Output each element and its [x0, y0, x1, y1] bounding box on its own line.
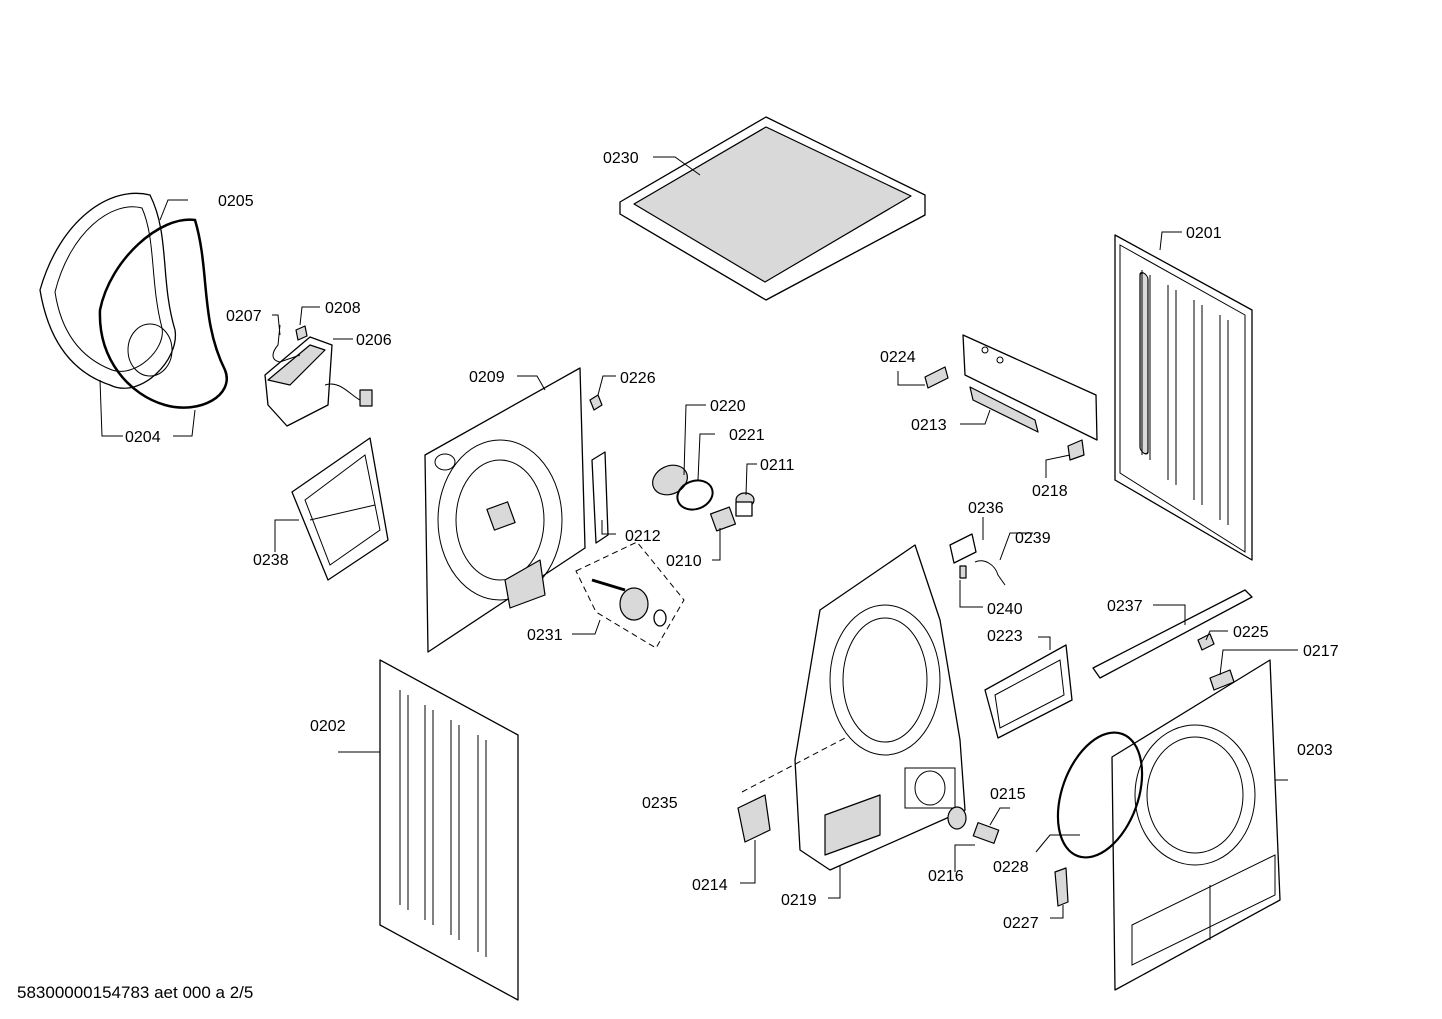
top-cover-part[interactable] — [619, 116, 926, 301]
callout-0212[interactable]: 0212 — [625, 528, 661, 545]
leader-lines — [99, 156, 1298, 919]
clip-0226-part[interactable] — [589, 394, 603, 411]
callout-0230[interactable]: 0230 — [603, 150, 639, 167]
knob-0215-part[interactable] — [947, 806, 967, 830]
callout-labels: 0230 0201 0205 0204 0207 0208 0206 0209 … — [125, 150, 1339, 932]
callout-0214[interactable]: 0214 — [692, 877, 728, 894]
callout-0216[interactable]: 0216 — [928, 868, 964, 885]
callout-0218[interactable]: 0218 — [1032, 483, 1068, 500]
left-side-panel-part[interactable] — [379, 659, 519, 1001]
callout-0205[interactable]: 0205 — [218, 193, 254, 210]
sensor-cable-part[interactable] — [272, 324, 301, 363]
control-panel-board-part[interactable] — [962, 334, 1098, 441]
callout-0208[interactable]: 0208 — [325, 300, 361, 317]
callout-0235[interactable]: 0235 — [642, 795, 678, 812]
callout-0225[interactable]: 0225 — [1233, 624, 1269, 641]
callout-0213[interactable]: 0213 — [911, 417, 947, 434]
callout-0223[interactable]: 0223 — [987, 628, 1023, 645]
door-seal-part[interactable] — [1042, 721, 1158, 869]
callout-0211[interactable]: 0211 — [760, 457, 795, 474]
sensor-0211-part[interactable] — [735, 492, 755, 517]
callout-0209[interactable]: 0209 — [469, 369, 505, 386]
callout-0224[interactable]: 0224 — [880, 349, 916, 366]
callout-0240[interactable]: 0240 — [987, 601, 1023, 618]
callout-0203[interactable]: 0203 — [1297, 742, 1333, 759]
cable-0239-part[interactable] — [974, 560, 1006, 586]
clip-0208-part[interactable] — [295, 325, 308, 341]
callout-0206[interactable]: 0206 — [356, 332, 392, 349]
right-side-panel-part[interactable] — [1114, 234, 1253, 561]
crossbar-0237-part[interactable] — [1092, 589, 1253, 679]
cover-strip-0213-part[interactable] — [969, 386, 1039, 433]
callout-0201[interactable]: 0201 — [1186, 225, 1222, 242]
callout-0236[interactable]: 0236 — [968, 500, 1004, 517]
callout-0204[interactable]: 0204 — [125, 429, 161, 446]
callout-0231[interactable]: 0231 — [527, 627, 563, 644]
callout-0238[interactable]: 0238 — [253, 552, 289, 569]
electronic-module-part[interactable] — [264, 336, 373, 427]
clip-0225-part[interactable] — [1197, 633, 1215, 651]
fluff-filter-part[interactable] — [984, 644, 1073, 739]
callout-0228[interactable]: 0228 — [993, 859, 1029, 876]
front-bearing-housing-part[interactable] — [794, 544, 966, 871]
bracket-0212-part[interactable] — [591, 451, 609, 544]
callout-0227[interactable]: 0227 — [1003, 915, 1039, 932]
pulley-kit-part[interactable] — [575, 541, 685, 649]
callout-0220[interactable]: 0220 — [710, 398, 746, 415]
rear-panel-part[interactable] — [424, 367, 586, 653]
bearing-0220-part[interactable] — [648, 460, 692, 501]
connector-0210-part[interactable] — [709, 506, 737, 532]
callout-0202[interactable]: 0202 — [310, 718, 346, 735]
switch-0224-part[interactable] — [924, 366, 949, 389]
gasket-part[interactable] — [98, 218, 228, 409]
holder-0218-part[interactable] — [1067, 439, 1085, 461]
pcb-0236-part[interactable] — [949, 533, 977, 564]
callout-0215[interactable]: 0215 — [990, 786, 1026, 803]
condenser-cover-part[interactable] — [291, 437, 389, 581]
o-ring-0221-part[interactable] — [673, 476, 716, 515]
rear-seal-part[interactable] — [39, 192, 176, 389]
sensor-0240-part[interactable] — [959, 565, 967, 579]
callout-0237[interactable]: 0237 — [1107, 598, 1143, 615]
front-panel-part[interactable] — [1111, 659, 1281, 991]
callout-0239[interactable]: 0239 — [1015, 530, 1051, 547]
latch-0214-part[interactable] — [737, 794, 771, 843]
callout-0207[interactable]: 0207 — [226, 308, 262, 325]
lever-0227-part[interactable] — [1054, 867, 1069, 907]
document-id: 58300000154783 aet 000 a 2/5 — [17, 983, 253, 1002]
callout-0217[interactable]: 0217 — [1303, 643, 1339, 660]
callout-0221[interactable]: 0221 — [729, 427, 765, 444]
callout-0210[interactable]: 0210 — [666, 553, 702, 570]
hinge-0217-part[interactable] — [1209, 669, 1235, 691]
callout-0226[interactable]: 0226 — [620, 370, 656, 387]
callout-0219[interactable]: 0219 — [781, 892, 817, 909]
plug-0216-part[interactable] — [972, 822, 1000, 844]
